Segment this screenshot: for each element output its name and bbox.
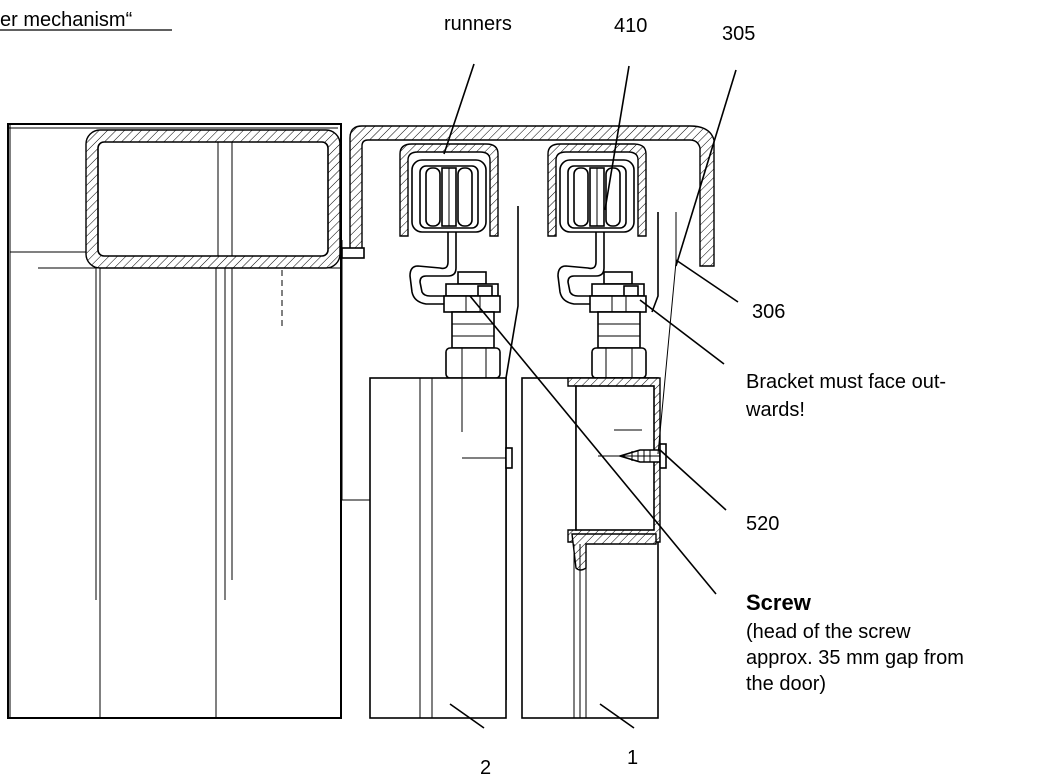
bolt-assembly-left [443, 271, 501, 379]
door-1 [521, 377, 661, 719]
label-screw-title: Screw [746, 590, 812, 615]
screw-520 [598, 443, 667, 469]
leader-lines [443, 63, 739, 729]
label-bracket-line1: Bracket must face out- [746, 371, 946, 393]
left-wall-panel [7, 123, 342, 719]
label-screw-line1: (head of the screw [746, 621, 911, 643]
label-runners: runners [444, 13, 512, 35]
label-bracket-line2: wards! [745, 399, 805, 421]
label-410: 410 [614, 15, 647, 37]
label-306: 306 [752, 301, 785, 323]
label-door-2: 2 [480, 757, 491, 778]
runner-left [399, 143, 499, 305]
label-305: 305 [722, 23, 755, 45]
label-screw-line2: approx. 35 mm gap from [746, 647, 964, 669]
label-door-1: 1 [627, 747, 638, 769]
left-hatched-tube [85, 129, 341, 269]
runner-right [547, 143, 647, 305]
label-screw-line3: the door) [746, 673, 826, 695]
caption-text: er mechanism“ [0, 9, 132, 31]
label-520: 520 [746, 513, 779, 535]
door-2 [369, 377, 513, 719]
